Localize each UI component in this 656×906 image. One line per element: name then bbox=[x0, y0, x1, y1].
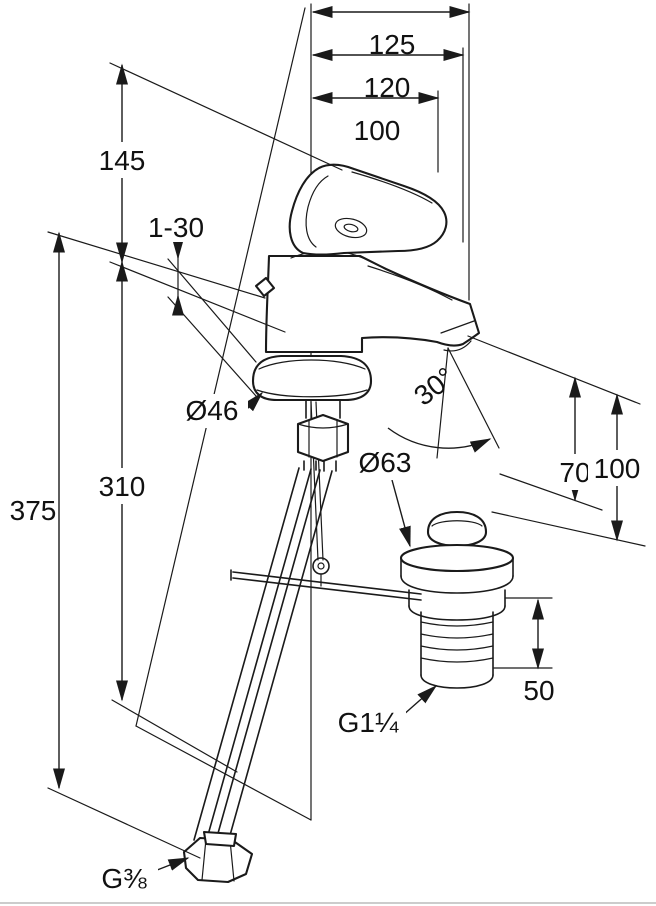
angle-30-label: 30° bbox=[408, 361, 460, 411]
dimension-labels: 125 120 100 145 1-30 Ø46 310 375 30° 70 … bbox=[6, 29, 646, 894]
dim-dia46-label: Ø46 bbox=[186, 395, 239, 426]
faucet-body-spout bbox=[254, 249, 481, 354]
lever-handle bbox=[288, 163, 448, 256]
dim-dia63-label: Ø63 bbox=[359, 447, 412, 478]
plane-left-edge bbox=[135, 7, 306, 727]
dim-125-label: 125 bbox=[369, 29, 416, 60]
supply-hoses bbox=[193, 467, 333, 847]
thread-g1-14-label: G1¼ bbox=[338, 707, 399, 738]
dim-1-30-label: 1-30 bbox=[148, 212, 204, 243]
angle-30-construction bbox=[387, 347, 500, 459]
dim-70-label: 70 bbox=[559, 457, 590, 488]
page-bottom-rule bbox=[0, 902, 656, 904]
leader-g1-14 bbox=[401, 685, 438, 717]
dim-100-right-label: 100 bbox=[594, 453, 641, 484]
pop-up-knob bbox=[254, 276, 276, 298]
supply-nut bbox=[182, 830, 254, 884]
thread-g3-8-label: G⅜ bbox=[101, 863, 147, 894]
dim-50-label: 50 bbox=[523, 675, 554, 706]
faucet-group bbox=[182, 163, 515, 884]
leader-dia46 bbox=[244, 391, 264, 412]
dim-145-label: 145 bbox=[99, 145, 146, 176]
leader-dia63 bbox=[391, 479, 411, 548]
base-escutcheon bbox=[251, 354, 373, 402]
dim-310-label: 310 bbox=[99, 471, 146, 502]
drain-assembly bbox=[399, 510, 515, 689]
mounting-nut bbox=[296, 399, 350, 472]
plane-bottom-edge bbox=[135, 725, 312, 821]
dim-120-label: 120 bbox=[364, 72, 411, 103]
angle-30-arc bbox=[387, 427, 492, 453]
dim-375-label: 375 bbox=[10, 495, 57, 526]
dim-100-top-label: 100 bbox=[354, 115, 401, 146]
